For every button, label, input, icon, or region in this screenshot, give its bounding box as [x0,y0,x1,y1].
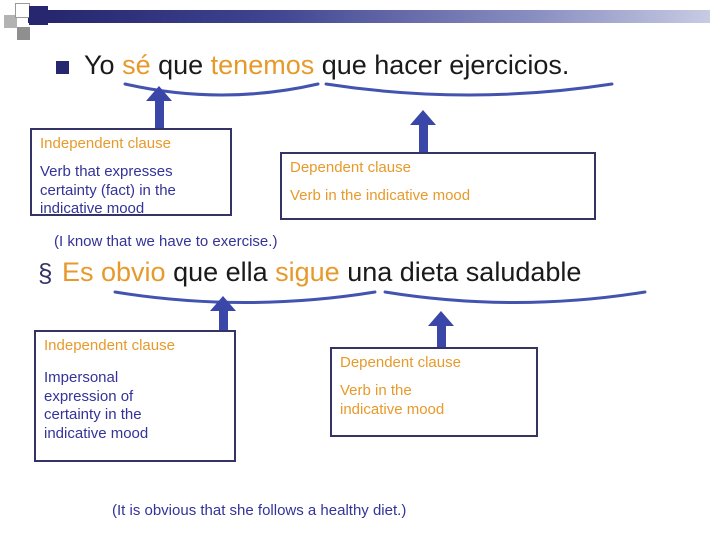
sentence-spanish-1: Yo sé que tenemos que hacer ejercicios. [84,50,569,81]
box-dependent-clause-1: Dependent clause Verb in the indicative … [280,152,596,220]
box-body: Impersonal expression of certainty in th… [44,368,149,442]
box-dependent-clause-2: Dependent clause Verb in the indicative … [330,347,538,437]
arrow-shaft [436,326,446,347]
arrow-head [146,86,172,101]
up-arrow-icon [146,86,172,128]
sentence1-segment: que hacer ejercicios. [314,50,570,80]
underline-curve-4 [383,290,647,304]
translation-2: (It is obvious that she follows a health… [112,502,407,519]
underline-curve-3 [113,290,377,304]
box-body: Verb in the indicative mood [340,381,445,418]
arrow-shaft [218,311,228,332]
header-gradient-bar [28,10,710,23]
bullet-square-icon [56,61,69,74]
box-body: Verb in the indicative mood [290,186,471,204]
sentence1-segment-highlight: sé [122,50,151,80]
translation-1: (I know that we have to exercise.) [54,233,278,250]
sentence2-segment: que ella [165,257,276,287]
decorative-square-icon [29,6,48,25]
box-title: Dependent clause [340,354,461,371]
arrow-shaft [154,101,164,128]
sentence1-segment-highlight: tenemos [210,50,315,80]
up-arrow-icon [210,296,236,332]
box-title: Independent clause [40,135,171,152]
box-title: Independent clause [44,337,175,354]
decorative-square-icon [15,3,30,18]
decorative-square-icon [17,27,30,40]
bullet-section-icon: § [38,258,53,288]
box-independent-clause-1: Independent clause Verb that expresses c… [30,128,232,218]
box-title: Dependent clause [290,159,411,176]
sentence2-segment-highlight: sigue [275,257,340,287]
box-independent-clause-2: Independent clause Impersonal expression… [34,330,236,462]
up-arrow-icon [428,311,454,347]
arrow-shaft [418,125,428,152]
arrow-head [210,296,236,311]
sentence2-segment: una dieta saludable [339,257,582,287]
sentence2-segment-highlight: Es obvio [62,257,166,287]
underline-curve-2 [324,82,614,97]
sentence1-segment: Yo [84,50,123,80]
up-arrow-icon [410,110,436,152]
arrow-head [428,311,454,326]
sentence-spanish-2: Es obvio que ella sigue una dieta saluda… [62,257,581,288]
box-body: Verb that expresses certainty (fact) in … [40,162,176,218]
sentence1-segment: que [150,50,211,80]
arrow-head [410,110,436,125]
decorative-square-icon [4,15,17,28]
